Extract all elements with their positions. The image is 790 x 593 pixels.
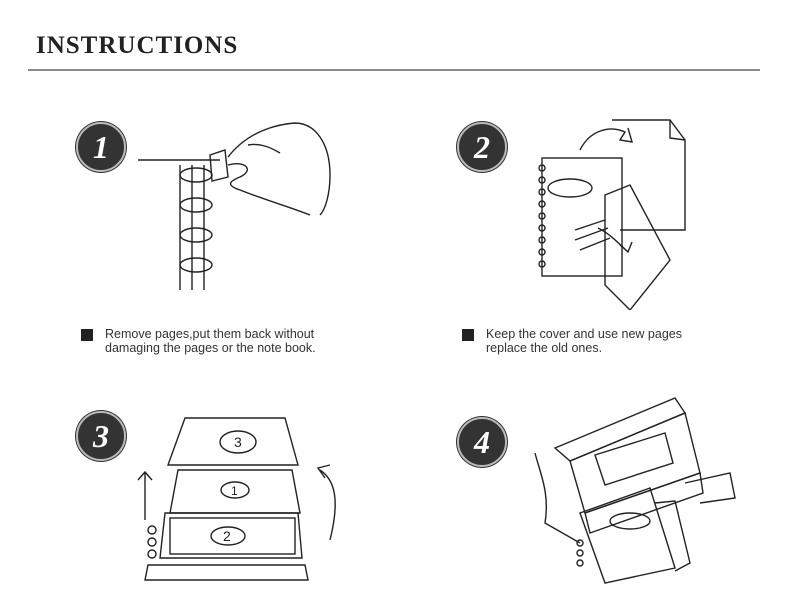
step-4-badge: 4: [457, 417, 507, 467]
page-label-2: 2: [223, 528, 231, 544]
page-label-3: 3: [234, 434, 242, 450]
step-2-illustration: [538, 119, 686, 310]
step-1-caption-line-2: damaging the pages or the note book.: [105, 341, 316, 355]
page-label-1: 1: [231, 484, 238, 498]
step-3-illustration: 3 1 2: [137, 417, 336, 581]
step-2-caption-line-2: replace the old ones.: [486, 341, 603, 355]
title-divider: [28, 69, 760, 71]
step-2-badge: 2: [457, 122, 507, 172]
square-bullet-icon: [462, 329, 474, 341]
step-4-illustration: [534, 397, 736, 584]
step-3-badge: 3: [76, 411, 126, 461]
step-2-caption-line-1: Keep the cover and use new pages: [486, 327, 682, 341]
step-1-badge: 1: [76, 122, 126, 172]
square-bullet-icon: [81, 329, 93, 341]
step-2-caption: Keep the cover and use new pages replace…: [462, 327, 682, 355]
step-1-caption-line-1: Remove pages,put them back without: [105, 327, 315, 341]
step-1-caption: Remove pages,put them back without damag…: [81, 327, 316, 355]
step-1-illustration: [138, 122, 331, 290]
page-title: INSTRUCTIONS: [36, 32, 239, 59]
